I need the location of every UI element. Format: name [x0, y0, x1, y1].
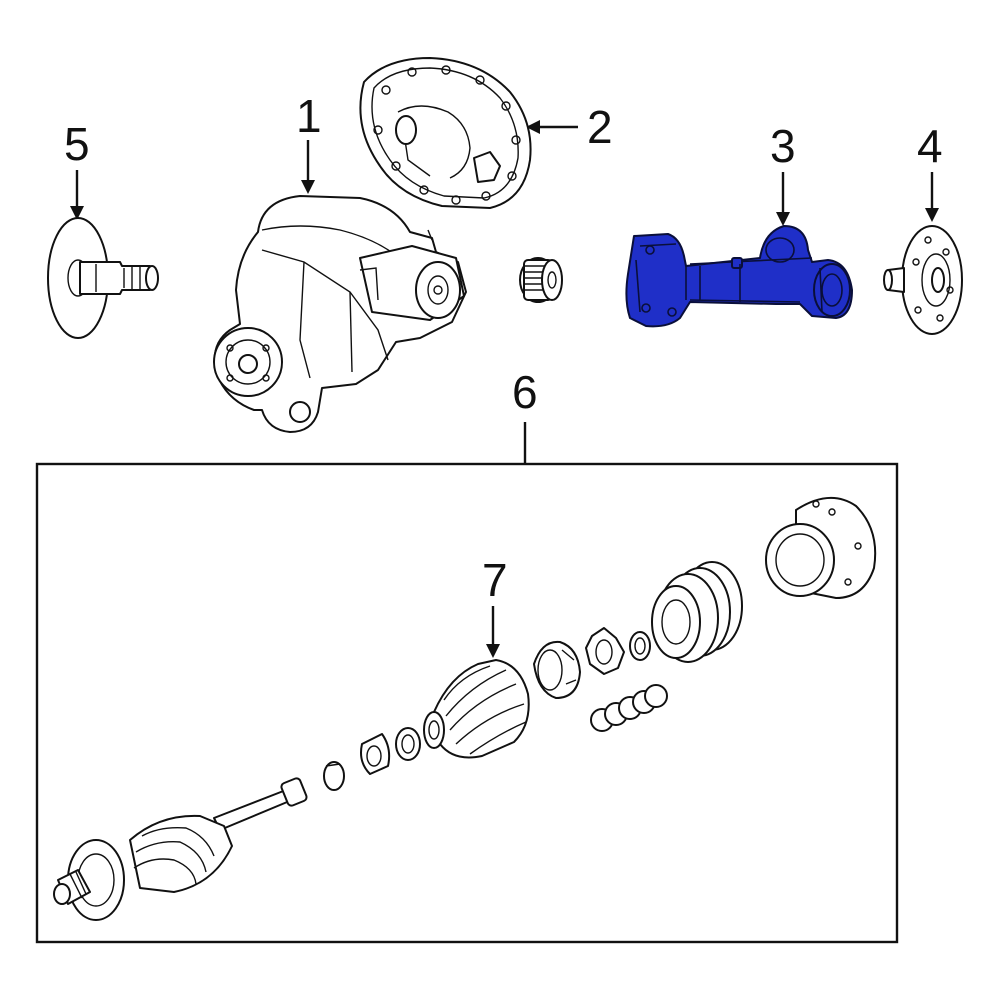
callout-4[interactable]: 4: [917, 120, 943, 172]
callout-3[interactable]: 3: [770, 120, 796, 172]
callout-2[interactable]: 2: [587, 101, 613, 153]
part-1-differential-carrier[interactable]: [213, 195, 467, 433]
arrow-1: [301, 180, 315, 194]
cage: [533, 640, 581, 699]
part-5-flange-shaft[interactable]: [47, 217, 159, 339]
bearing-balls: [590, 684, 668, 732]
callout-1[interactable]: 1: [296, 90, 322, 142]
arrow-4: [925, 208, 939, 222]
snap-ring-a: [629, 631, 651, 661]
axle-shaft: [53, 777, 308, 921]
coil-spring: [651, 561, 743, 663]
ring-small: [323, 761, 345, 791]
part-3-axle-tube[interactable]: [625, 225, 853, 328]
tripod: [585, 627, 625, 675]
part-6-axle-shaft-assembly[interactable]: [53, 496, 877, 921]
arrow-5: [70, 206, 84, 220]
arrow-3: [776, 212, 790, 226]
part-2-differential-cover[interactable]: [359, 57, 532, 209]
callout-7[interactable]: 7: [482, 554, 508, 606]
part-4-companion-flange[interactable]: [883, 225, 963, 335]
callout-5[interactable]: 5: [64, 118, 90, 170]
inner-flange: [765, 496, 877, 599]
side-gear[interactable]: [519, 257, 563, 303]
arrow-7: [486, 644, 500, 658]
axle-group-box: [35, 462, 899, 944]
callout-6[interactable]: 6: [512, 366, 538, 418]
arrow-2: [526, 120, 540, 134]
part-7-cv-boot[interactable]: [423, 659, 530, 759]
boot-clamp: [395, 727, 421, 761]
collar: [360, 733, 391, 775]
